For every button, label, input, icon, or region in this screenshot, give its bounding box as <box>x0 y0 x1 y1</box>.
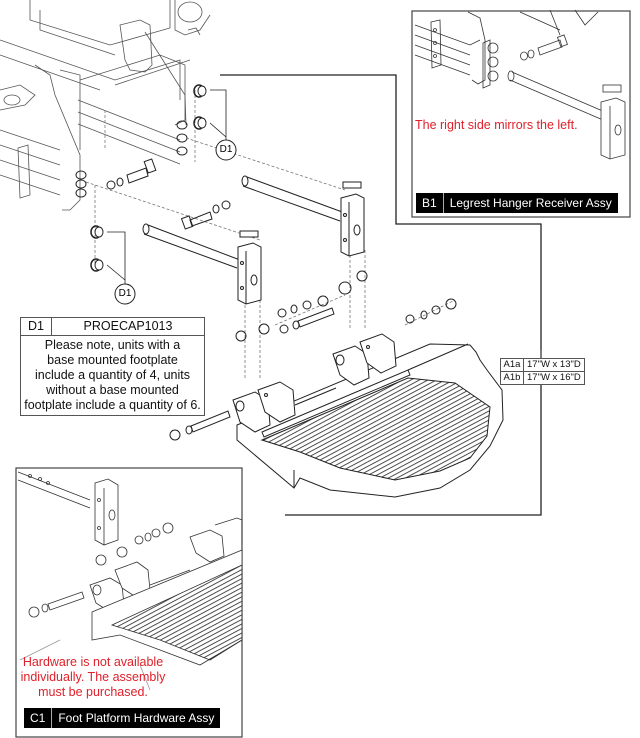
inset-b1-name: Legrest Hanger Receiver Assy <box>449 196 612 210</box>
part-note-part-number: PROECAP1013 <box>83 319 173 333</box>
inset-c1-note-line: individually. The assembly <box>20 670 166 684</box>
part-note-line: footplate include a quantity of 6. <box>24 398 201 412</box>
inset-c1-note-line: Hardware is not available <box>22 655 164 669</box>
inset-c1-note: Hardware is not available individually. … <box>18 655 168 700</box>
callout-d1-lower: D1 <box>118 288 132 299</box>
size-row-a1b: A1b 17"W x 16"D <box>501 371 584 384</box>
part-note-line: without a base mounted <box>46 383 179 397</box>
frame-tube-ends <box>75 120 188 198</box>
inset-c1-note-line: must be purchased. <box>38 685 148 699</box>
inset-b1-drawing <box>414 9 626 160</box>
part-note-code: D1 <box>21 318 52 335</box>
inset-c1-label: C1 Foot Platform Hardware Assy <box>24 708 221 728</box>
part-note-line: include a quantity of 4, units <box>35 368 190 382</box>
part-note-line: Please note, units with a <box>44 338 181 352</box>
part-note-text: Please note, units with a base mounted f… <box>21 336 204 415</box>
size-table: A1a 17"W x 13"D A1b 17"W x 16"D <box>500 358 585 385</box>
inset-b1-label: B1 Legrest Hanger Receiver Assy <box>416 193 618 213</box>
inset-b1-frame <box>411 10 631 218</box>
hanger-tube-upper <box>241 175 346 222</box>
end-caps-lower <box>90 225 126 284</box>
inset-c1-code: C1 <box>24 708 53 728</box>
bolt-lower <box>180 200 231 230</box>
part-note-d1: D1 PROECAP1013 Please note, units with a… <box>20 317 205 416</box>
bolt-upper <box>106 158 157 190</box>
platform-hardware <box>169 270 457 441</box>
inset-b1-code: B1 <box>416 193 444 213</box>
platform-lugs <box>232 333 397 433</box>
callout-d1-lower-bubble <box>114 283 136 305</box>
group-a-outline <box>220 74 542 516</box>
end-caps-upper <box>193 84 227 140</box>
foot-platform <box>236 343 504 498</box>
part-note-line: base mounted footplate <box>47 353 178 367</box>
size-value: 17"W x 16"D <box>527 372 581 383</box>
chair-frame <box>0 0 211 211</box>
size-code: A1b <box>501 372 524 384</box>
size-row-a1a: A1a 17"W x 13"D <box>501 359 584 371</box>
size-value: 17"W x 13"D <box>527 359 581 370</box>
callout-d1-upper: D1 <box>219 144 233 155</box>
inset-c1-name: Foot Platform Hardware Assy <box>58 711 215 725</box>
receiver-upper <box>340 181 365 257</box>
receiver-lower <box>237 230 262 305</box>
callout-d1-upper-bubble <box>215 139 237 161</box>
hanger-tube-lower <box>142 223 241 269</box>
inset-b1-note: The right side mirrors the left. <box>415 118 578 132</box>
size-code: A1a <box>501 359 524 371</box>
inset-c1-drawing <box>17 471 243 691</box>
